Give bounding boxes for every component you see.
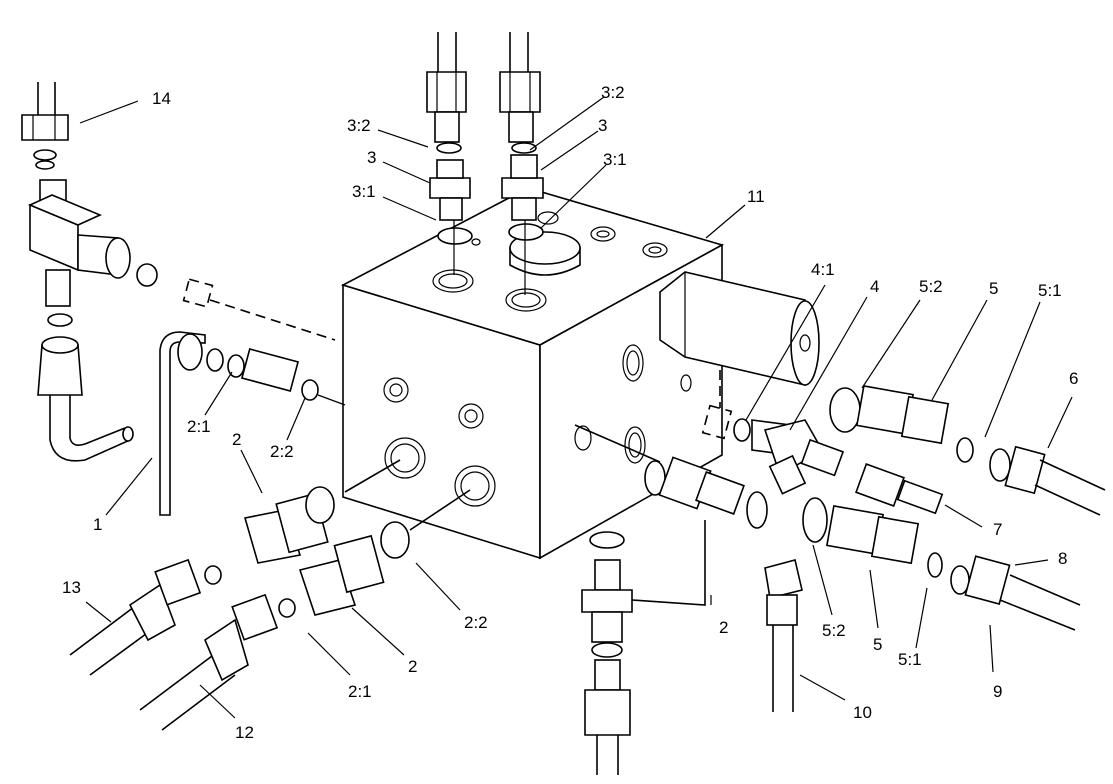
callout-4-1: 4:1 <box>811 260 835 279</box>
callout-3-1-right: 3:1 <box>603 150 627 169</box>
callout-5-1-lower: 5:1 <box>898 650 922 669</box>
callout-13: 13 <box>62 578 81 597</box>
tee-fitting-assembly <box>21 82 336 462</box>
upper-left-adapter <box>177 333 346 406</box>
callout-5-2-lower: 5:2 <box>822 621 846 640</box>
callout-2-1-upper: 2:1 <box>187 417 211 436</box>
right-lower-fitting-5 <box>802 497 1081 631</box>
callout-2-center: 2 <box>719 618 728 637</box>
callout-6: 6 <box>1069 369 1078 388</box>
callout-3-1-left: 3:1 <box>352 182 376 201</box>
callout-1: 1 <box>93 515 102 534</box>
bottom-tube-10 <box>764 559 803 712</box>
callout-3-left: 3 <box>367 148 376 167</box>
bottom-vertical-fitting <box>581 520 706 775</box>
callout-5-1-top: 5:1 <box>1038 281 1062 300</box>
callout-5-2-top: 5:2 <box>919 277 943 296</box>
right-plug-7 <box>855 463 944 515</box>
lower-left-adapter-upper <box>69 459 401 676</box>
callout-4: 4 <box>870 277 879 296</box>
callout-labels: 14 3:2 3 3:1 3:2 3 3:1 11 4:1 4 5:2 5 5:… <box>62 83 1078 742</box>
callout-8: 8 <box>1058 549 1067 568</box>
lower-left-adapter-lower <box>139 489 471 731</box>
callout-11: 11 <box>747 187 765 206</box>
callout-7: 7 <box>993 520 1002 539</box>
right-upper-fitting-5 <box>829 385 1106 516</box>
callout-9: 9 <box>993 682 1002 701</box>
callout-10: 10 <box>853 703 872 722</box>
callout-2-1-lower: 2:1 <box>348 682 372 701</box>
top-left-tube-fitting <box>426 32 481 275</box>
callout-14: 14 <box>152 89 171 108</box>
right-tee-fitting <box>701 370 845 495</box>
callout-5-top: 5 <box>989 279 998 298</box>
center-adapter <box>574 424 768 529</box>
callout-3-2-left: 3:2 <box>347 116 371 135</box>
callout-2-lower: 2 <box>408 657 417 676</box>
allen-key <box>159 331 206 516</box>
callout-2-2-upper: 2:2 <box>270 442 294 461</box>
top-right-tube-fitting <box>499 32 544 295</box>
callout-3-2-right: 3:2 <box>601 83 625 102</box>
leader-lines <box>79 96 1073 719</box>
callout-3-right: 3 <box>598 116 607 135</box>
callout-2-2-lower: 2:2 <box>464 613 488 632</box>
callout-12: 12 <box>235 723 254 742</box>
callout-2-upper: 2 <box>232 430 241 449</box>
callout-5-lower: 5 <box>873 635 882 654</box>
